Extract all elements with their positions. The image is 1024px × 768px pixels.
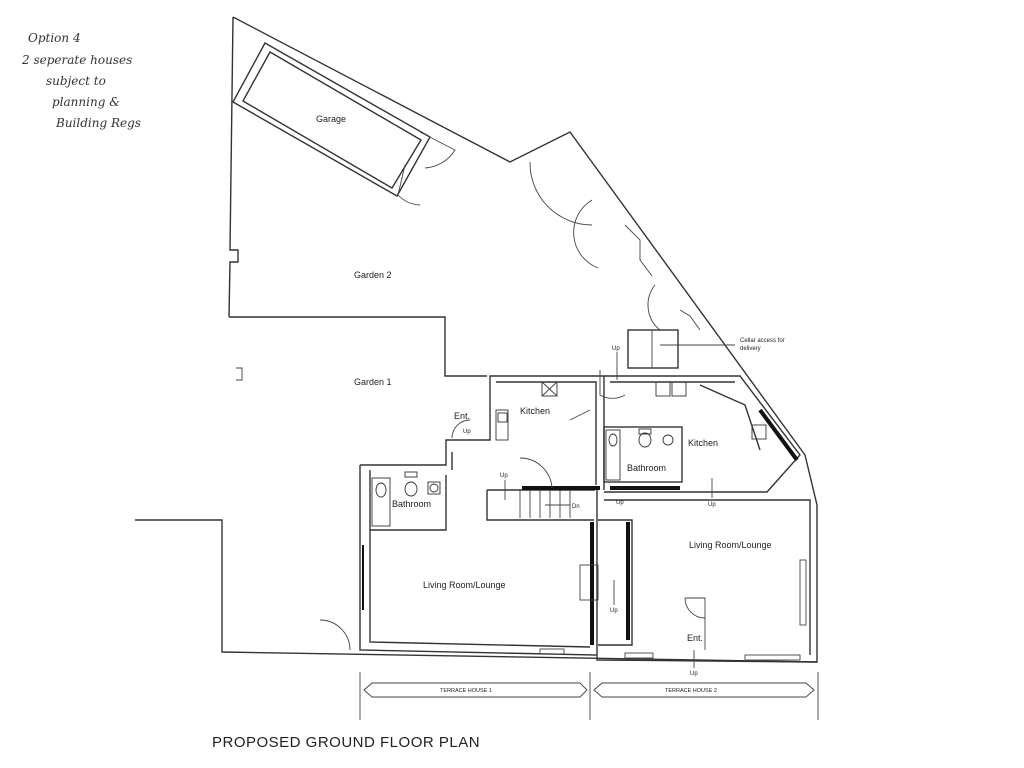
cellar-label-1: Cellar access for: [740, 338, 785, 344]
kitchen-1-label: Kitchen: [520, 406, 550, 416]
bathroom-1: Bathroom: [371, 471, 441, 527]
garage-label: Garage: [316, 114, 346, 124]
note-line-5: Building Regs: [55, 116, 141, 130]
note-line-3: subject to: [46, 74, 106, 88]
garden-2-label: Garden 2: [354, 270, 392, 280]
up-marker-6: Up: [690, 671, 698, 677]
stair-markers: Up Up Dn Up Up Up Up: [463, 429, 716, 677]
living-room-2-label: Living Room/Lounge: [689, 540, 772, 550]
kitchen-1-fixtures: Kitchen: [495, 381, 558, 441]
entrance-1-label: Ent.: [454, 411, 470, 421]
note-line-1: Option 4: [28, 31, 81, 45]
bathroom-2: Bathroom: [603, 426, 683, 483]
dn-marker: Dn: [572, 504, 580, 510]
dimension-lines: TERRACE HOUSE 1 TERRACE HOUSE 2: [359, 672, 819, 720]
plan-title: PROPOSED GROUND FLOOR PLAN: [212, 734, 480, 751]
cellar-label-2: delivery: [740, 346, 761, 352]
garage: Garage: [232, 42, 456, 206]
up-cellar: Up: [612, 346, 620, 352]
garden-gates: [529, 161, 701, 331]
up-marker-4: Up: [708, 502, 716, 508]
up-marker-2: Up: [500, 473, 508, 479]
bathroom-2-label: Bathroom: [627, 463, 666, 473]
site-boundary: [135, 16, 818, 663]
garden-1-label: Garden 1: [354, 377, 392, 387]
kitchen-2-label: Kitchen: [688, 438, 718, 448]
note-line-2: 2 seperate houses: [21, 53, 132, 67]
cellar-access: Cellar access for delivery Up: [612, 329, 785, 380]
handwritten-note: Option 4 2 seperate houses subject to pl…: [21, 31, 141, 130]
building: [359, 375, 818, 663]
living-room-1-label: Living Room/Lounge: [423, 580, 506, 590]
terrace-house-1-label: TERRACE HOUSE 1: [440, 688, 492, 694]
interior-doors: [319, 370, 706, 651]
note-line-4: planning &: [52, 95, 120, 109]
kitchen-2-fixtures: Kitchen: [655, 381, 767, 451]
up-marker-5: Up: [610, 608, 618, 614]
bathroom-1-label: Bathroom: [392, 499, 431, 509]
up-marker-3: Up: [616, 500, 624, 506]
entrance-2-label: Ent.: [687, 633, 703, 643]
terrace-house-2-label: TERRACE HOUSE 2: [665, 688, 717, 694]
up-marker-1: Up: [463, 429, 471, 435]
